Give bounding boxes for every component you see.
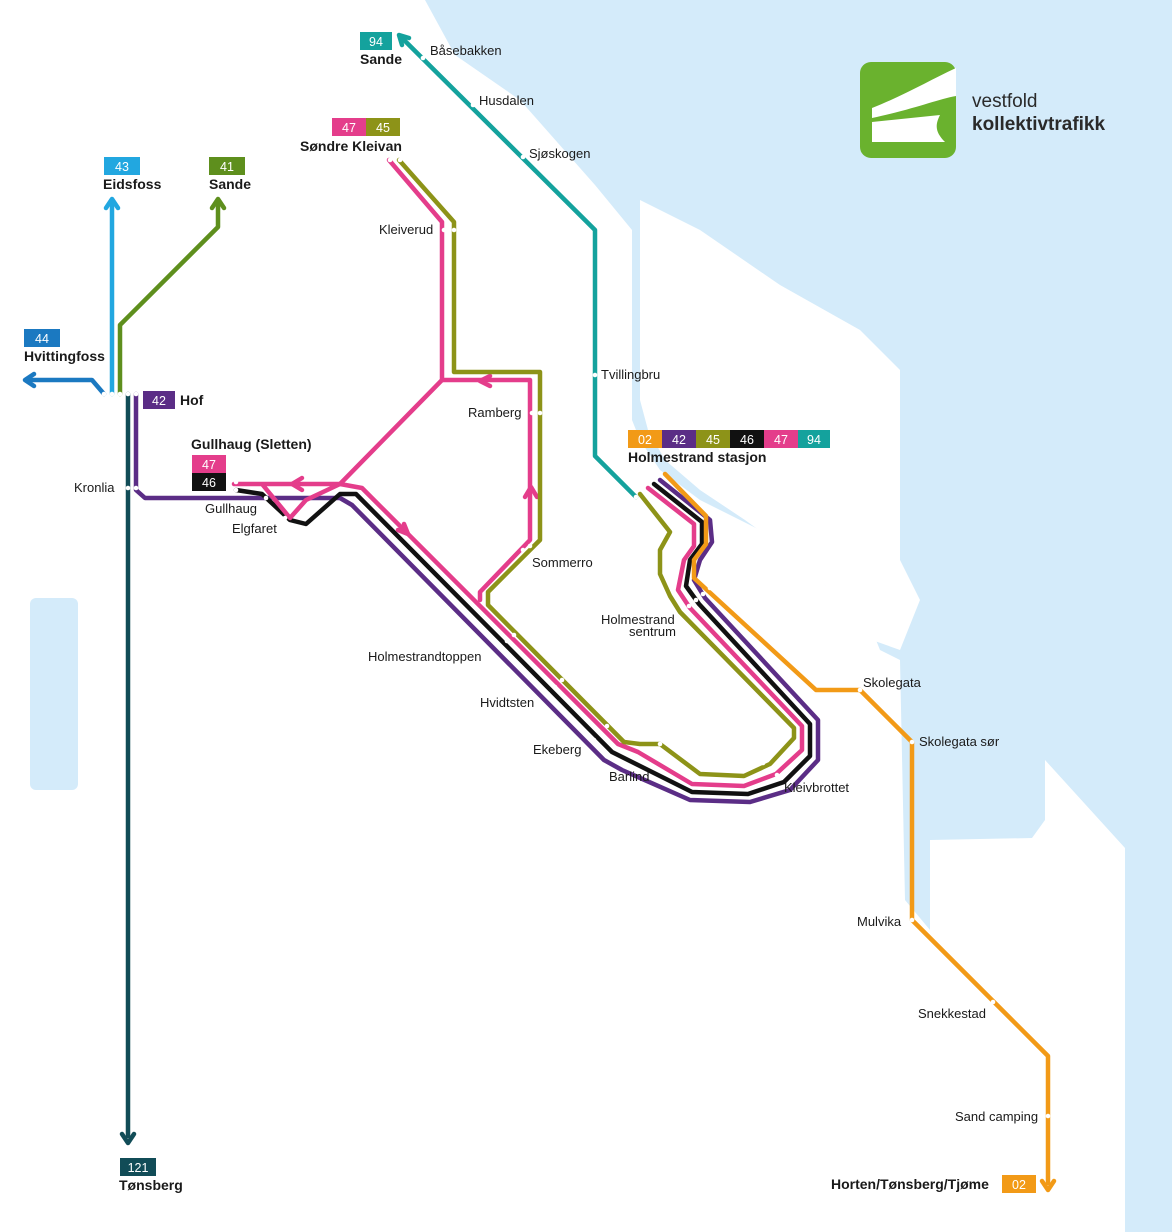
badge-94-top: 94 <box>369 35 383 49</box>
route-02-arrow <box>1039 1178 1057 1193</box>
stop-dots <box>101 55 1051 1119</box>
route-47-arrow-a <box>289 475 305 493</box>
badge-45-kleivan: 45 <box>376 121 390 135</box>
badge-121: 121 <box>128 1161 149 1175</box>
stop-snekkestad: Snekkestad <box>918 1006 986 1021</box>
stop-skolegata: Skolegata <box>863 675 922 690</box>
route-47-arrow-d <box>395 521 411 537</box>
route-94-arrow <box>396 32 412 48</box>
stop-barlind: Barlind <box>609 769 649 784</box>
route-43-arrow <box>103 196 121 211</box>
terminal-holmestrand-stasjon: Holmestrand stasjon <box>628 449 766 465</box>
badge-47-gullhaug: 47 <box>202 458 216 472</box>
route-47-arrow-c <box>522 484 540 500</box>
badge-94-stasjon: 94 <box>807 433 821 447</box>
stop-ramberg: Ramberg <box>468 405 521 420</box>
terminal-eidsfoss: Eidsfoss <box>103 176 162 192</box>
badge-44: 44 <box>35 332 49 346</box>
stop-mulvika: Mulvika <box>857 914 902 929</box>
badge-02-horten: 02 <box>1012 1178 1026 1192</box>
terminal-hof: Hof <box>180 392 204 408</box>
badge-46-gullhaug: 46 <box>202 476 216 490</box>
stop-husdalen: Husdalen <box>479 93 534 108</box>
terminal-gullhaug-sletten: Gullhaug (Sletten) <box>191 436 312 452</box>
route-46-line <box>233 481 813 797</box>
route-44-line <box>27 377 107 397</box>
stop-hvidtsten: Hvidtsten <box>480 695 534 710</box>
route-44-arrow <box>22 371 37 389</box>
badge-45-stasjon: 45 <box>706 433 720 447</box>
badge-42-hof: 42 <box>152 394 166 408</box>
brand-line2: kollektivtrafikk <box>972 114 1105 135</box>
stop-tvillingbru: Tvillingbru <box>601 367 660 382</box>
badge-41: 41 <box>220 160 234 174</box>
terminal-hvittingfoss: Hvittingfoss <box>24 348 105 364</box>
route-41-line <box>117 202 221 397</box>
route-47-arrow-b <box>477 373 493 389</box>
terminal-tonsberg: Tønsberg <box>119 1177 183 1193</box>
route-41-arrow <box>209 196 227 211</box>
stop-sommerro: Sommerro <box>532 555 593 570</box>
terminal-sondre-kleivan: Søndre Kleivan <box>300 138 402 154</box>
terminal-sande-94: Sande <box>360 51 402 67</box>
stop-skolegata-sor: Skolegata sør <box>919 734 1000 749</box>
stop-basebakken: Båsebakken <box>430 43 502 58</box>
route-47-line <box>337 157 805 789</box>
stop-sand-camping: Sand camping <box>955 1109 1038 1124</box>
badge-46-stasjon: 46 <box>740 433 754 447</box>
badge-02-stasjon: 02 <box>638 433 652 447</box>
terminal-sande-41: Sande <box>209 176 251 192</box>
brand-line1: vestfold <box>972 91 1037 112</box>
stop-kleivbrottet: Kleivbrottet <box>784 780 849 795</box>
stop-kronlia: Kronlia <box>74 480 115 495</box>
stop-holmestrand-sentrum-1: Holmestrand <box>601 612 675 627</box>
vestfold-logo <box>860 62 956 158</box>
badge-42-stasjon: 42 <box>672 433 686 447</box>
stop-kleiverud: Kleiverud <box>379 222 433 237</box>
stop-holmestrand-sentrum-2: sentrum <box>629 624 676 639</box>
stop-gullhaug: Gullhaug <box>205 501 257 516</box>
terminal-horten: Horten/Tønsberg/Tjøme <box>831 1176 989 1192</box>
route-02-line <box>662 471 1051 1186</box>
stop-sjoskogen: Sjøskogen <box>529 146 590 161</box>
badge-43: 43 <box>115 160 129 174</box>
stop-ekeberg: Ekeberg <box>533 742 581 757</box>
stop-holmestrandtoppen: Holmestrandtoppen <box>368 649 481 664</box>
route-94-line <box>397 33 639 500</box>
fjord-water <box>30 0 1172 1232</box>
badge-47-kleivan: 47 <box>342 121 356 135</box>
route-45-line <box>396 157 797 779</box>
badge-47-stasjon: 47 <box>774 433 788 447</box>
route-121-arrow <box>119 1131 137 1146</box>
stop-elgfaret: Elgfaret <box>232 521 277 536</box>
